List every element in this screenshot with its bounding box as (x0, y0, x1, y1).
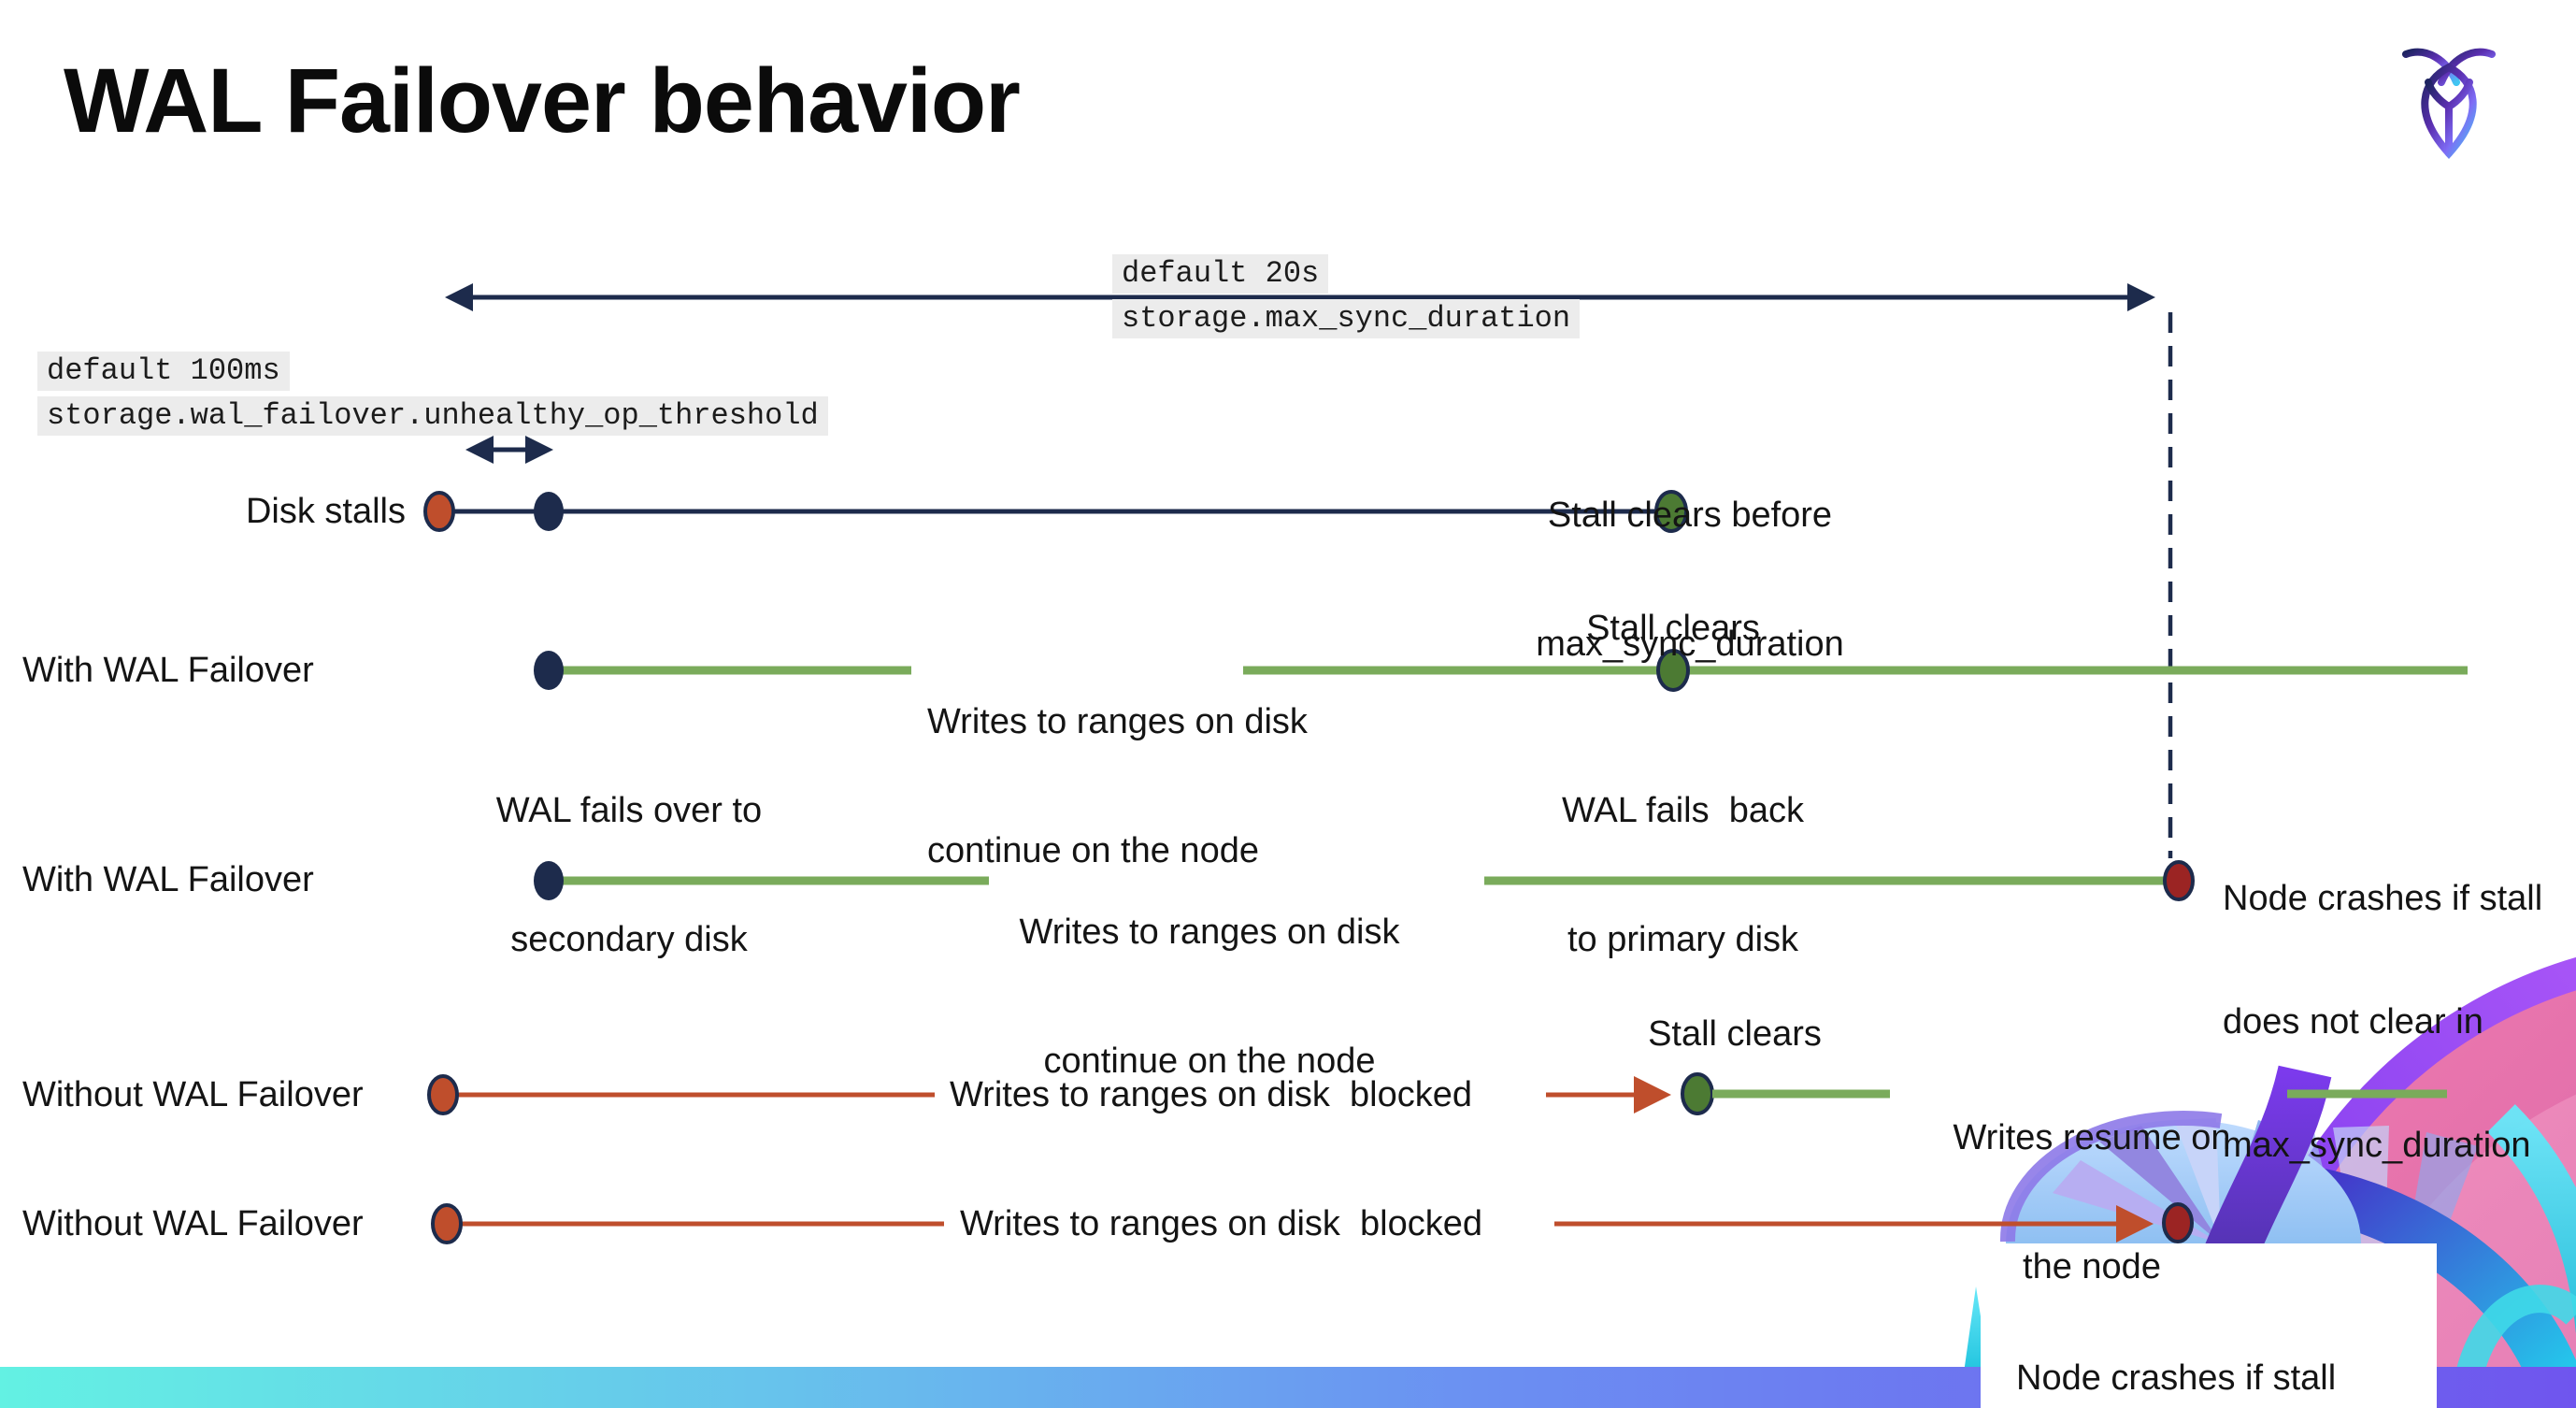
annotation-wal-fails-back: WAL fails back to primary disk (1561, 791, 1805, 959)
stall-start-dot (423, 491, 455, 532)
annotation-wal-fails-over: WAL fails over to secondary disk (495, 791, 763, 959)
dome-fan-wedge (2174, 1118, 2221, 1243)
stall-start-dot (427, 1074, 459, 1115)
node-crash-dot (2163, 860, 2195, 901)
annotation-node-crashes: Node crashes if stall does not clear in … (2223, 879, 2543, 1165)
threshold-dot (534, 492, 564, 531)
stall-clears-dot (1656, 649, 1690, 692)
logo-veins (2425, 79, 2473, 157)
timeline-label-with-wal-failover-1: With WAL Failover (22, 651, 314, 690)
setting-default-chip: default 20s (1112, 254, 1329, 294)
setting-name-chip: storage.max_sync_duration (1112, 299, 1581, 338)
stall-start-dot (431, 1203, 463, 1244)
annotation-writes-continue: Writes to ranges on disk continue on the… (1019, 912, 1400, 1081)
annotation-stall-clears: Stall clears (1648, 1014, 1822, 1054)
failover-dot (534, 861, 564, 900)
timeline-label-without-wal-failover-2: Without WAL Failover (22, 1204, 364, 1243)
unhealthy-op-threshold-setting-label: default 100ms storage.wal_failover.unhea… (37, 352, 828, 436)
failover-dot (534, 651, 564, 690)
timeline-label-without-wal-failover-1: Without WAL Failover (22, 1075, 364, 1114)
max-sync-duration-setting-label: default 20s storage.max_sync_duration (1112, 254, 1581, 338)
annotation-writes-continue: Writes to ranges on disk continue on the… (927, 702, 1308, 870)
node-crash-dot (2162, 1202, 2194, 1243)
logo-antenna-right (2438, 48, 2496, 86)
annotation-writes-blocked: Writes to ranges on disk blocked (950, 1075, 1473, 1114)
logo-antenna-left (2402, 48, 2460, 86)
annotation-node-crashes-box: Node crashes if stall does not clear in … (1981, 1243, 2437, 1408)
setting-name-chip: storage.wal_failover.unhealthy_op_thresh… (37, 396, 828, 436)
stall-clears-dot (1681, 1072, 1714, 1115)
setting-default-chip: default 100ms (37, 352, 290, 391)
annotation-writes-resume: Writes resume on the node (1953, 1118, 2231, 1286)
annotation-stall-clears-before: Stall clears before max_sync_duration (1536, 496, 1844, 664)
small-dome-rim (1999, 1111, 2223, 1243)
timeline-label-with-wal-failover-2: With WAL Failover (22, 860, 314, 899)
annotation-writes-blocked: Writes to ranges on disk blocked (960, 1204, 1483, 1243)
timeline-label-disk-stalls: Disk stalls (245, 492, 406, 531)
cyan-arc (2487, 1104, 2576, 1334)
annotation-stall-clears: Stall clears (1586, 609, 1760, 648)
stall-clears-dot (1654, 490, 1688, 533)
page-title: WAL Failover behavior (64, 50, 1021, 151)
cockroachdb-logo-icon (2402, 48, 2496, 159)
